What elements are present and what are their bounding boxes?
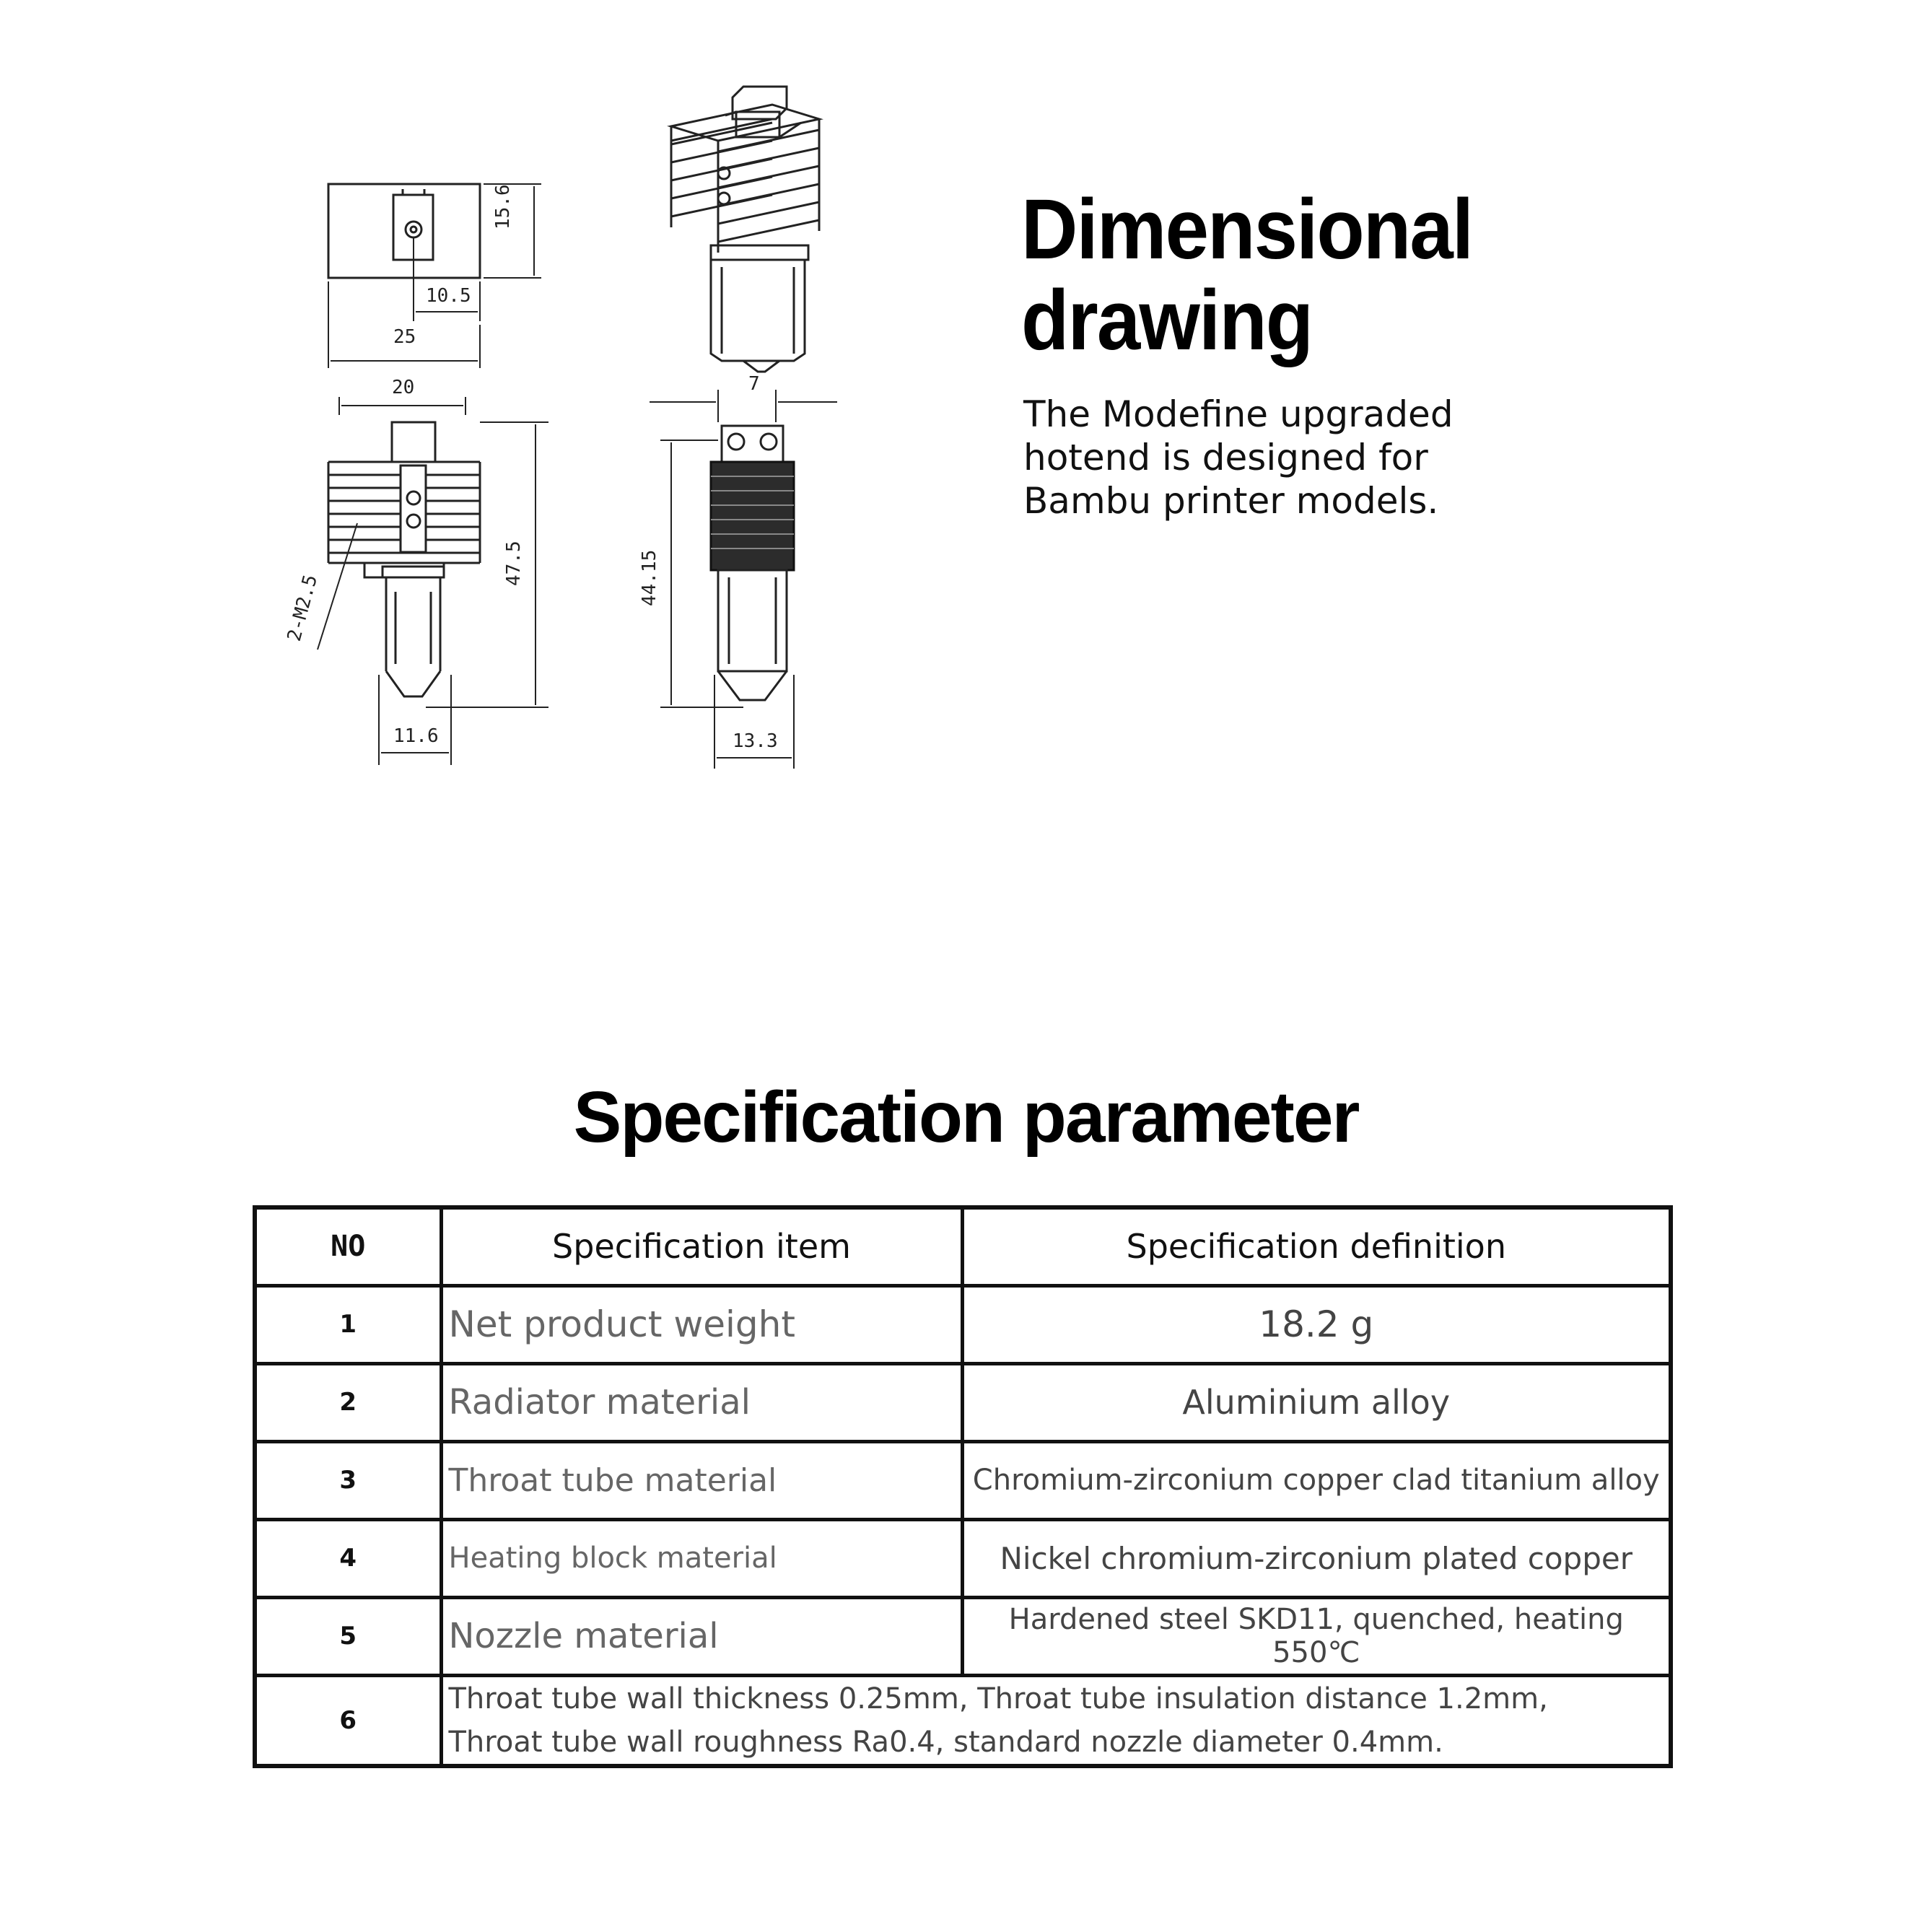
hero-title-line1: Dimensional (1021, 182, 1474, 277)
row-definition: Chromium-zirconium copper clad titanium … (960, 1439, 1673, 1521)
hero-subtitle-line3: Bambu printer models. (1023, 480, 1439, 522)
top-view (327, 183, 541, 368)
dimensional-drawing: 15.6 10.5 25 20 2-M2.5 47.5 11.6 7 44.15… (0, 0, 938, 794)
row-no: 2 (253, 1361, 443, 1443)
row-long-line1: Throat tube wall thickness 0.25mm, Throa… (448, 1682, 1548, 1715)
header-definition: Specification definition (960, 1205, 1673, 1288)
perspective-view (667, 85, 823, 373)
dim-top-height: 15.6 (492, 184, 514, 230)
row-no: 5 (253, 1595, 443, 1677)
hero-subtitle-line1: The Modefine upgraded (1023, 393, 1454, 435)
row-no: 1 (253, 1283, 443, 1365)
spec-title: Specification parameter (573, 1077, 1360, 1158)
row-no: 4 (253, 1517, 443, 1599)
row-item: Net product weight (439, 1283, 964, 1365)
dim-thread: 2-M2.5 (284, 572, 322, 643)
dim-nozzle-width: 11.6 (393, 725, 439, 747)
side-view (650, 390, 837, 769)
spec-table: NO Specification item Specification defi… (253, 1205, 1673, 1768)
row-definition: 18.2 g (960, 1283, 1673, 1365)
hero-subtitle-line2: hotend is designed for (1023, 437, 1428, 478)
row-item: Nozzle material (439, 1595, 964, 1677)
hero-title-line2: drawing (1021, 273, 1314, 368)
row-definition: Aluminium alloy (960, 1361, 1673, 1443)
table-row: 4 Heating block material Nickel chromium… (253, 1517, 1673, 1599)
front-view (317, 397, 548, 765)
table-row: 3 Throat tube material Chromium-zirconiu… (253, 1439, 1673, 1521)
row-long-line2: Throat tube wall roughness Ra0.4, standa… (448, 1725, 1443, 1759)
row-no: 3 (253, 1439, 443, 1521)
header-item: Specification item (439, 1205, 964, 1288)
dim-top-width: 25 (393, 326, 416, 348)
row-long-definition: Throat tube wall thickness 0.25mm, Throa… (439, 1673, 1673, 1767)
row-definition: Hardened steel SKD11, quenched, heating … (960, 1595, 1673, 1677)
dim-side-width: 13.3 (733, 730, 778, 752)
spec-header-row: NO Specification item Specification defi… (253, 1205, 1673, 1288)
hero-title: Dimensional drawing (1021, 184, 1685, 366)
dim-front-height: 47.5 (503, 541, 525, 586)
table-row: 2 Radiator material Aluminium alloy (253, 1361, 1673, 1443)
table-row: 6 Throat tube wall thickness 0.25mm, Thr… (253, 1673, 1673, 1767)
row-definition: Nickel chromium-zirconium plated copper (960, 1517, 1673, 1599)
dim-side-offset: 7 (748, 373, 760, 395)
header-no: NO (253, 1205, 443, 1288)
row-item: Throat tube material (439, 1439, 964, 1521)
dim-side-height: 44.15 (639, 550, 660, 606)
technical-drawing-svg: 15.6 10.5 25 20 2-M2.5 47.5 11.6 7 44.15… (284, 85, 837, 769)
row-item: Radiator material (439, 1361, 964, 1443)
dim-fin-width: 20 (392, 377, 414, 398)
table-row: 1 Net product weight 18.2 g (253, 1283, 1673, 1365)
table-row: 5 Nozzle material Hardened steel SKD11, … (253, 1595, 1673, 1677)
hero-subtitle: The Modefine upgraded hotend is designed… (1023, 393, 1572, 523)
dim-top-offset: 10.5 (426, 285, 471, 307)
row-no: 6 (253, 1673, 443, 1767)
row-item: Heating block material (439, 1517, 964, 1599)
